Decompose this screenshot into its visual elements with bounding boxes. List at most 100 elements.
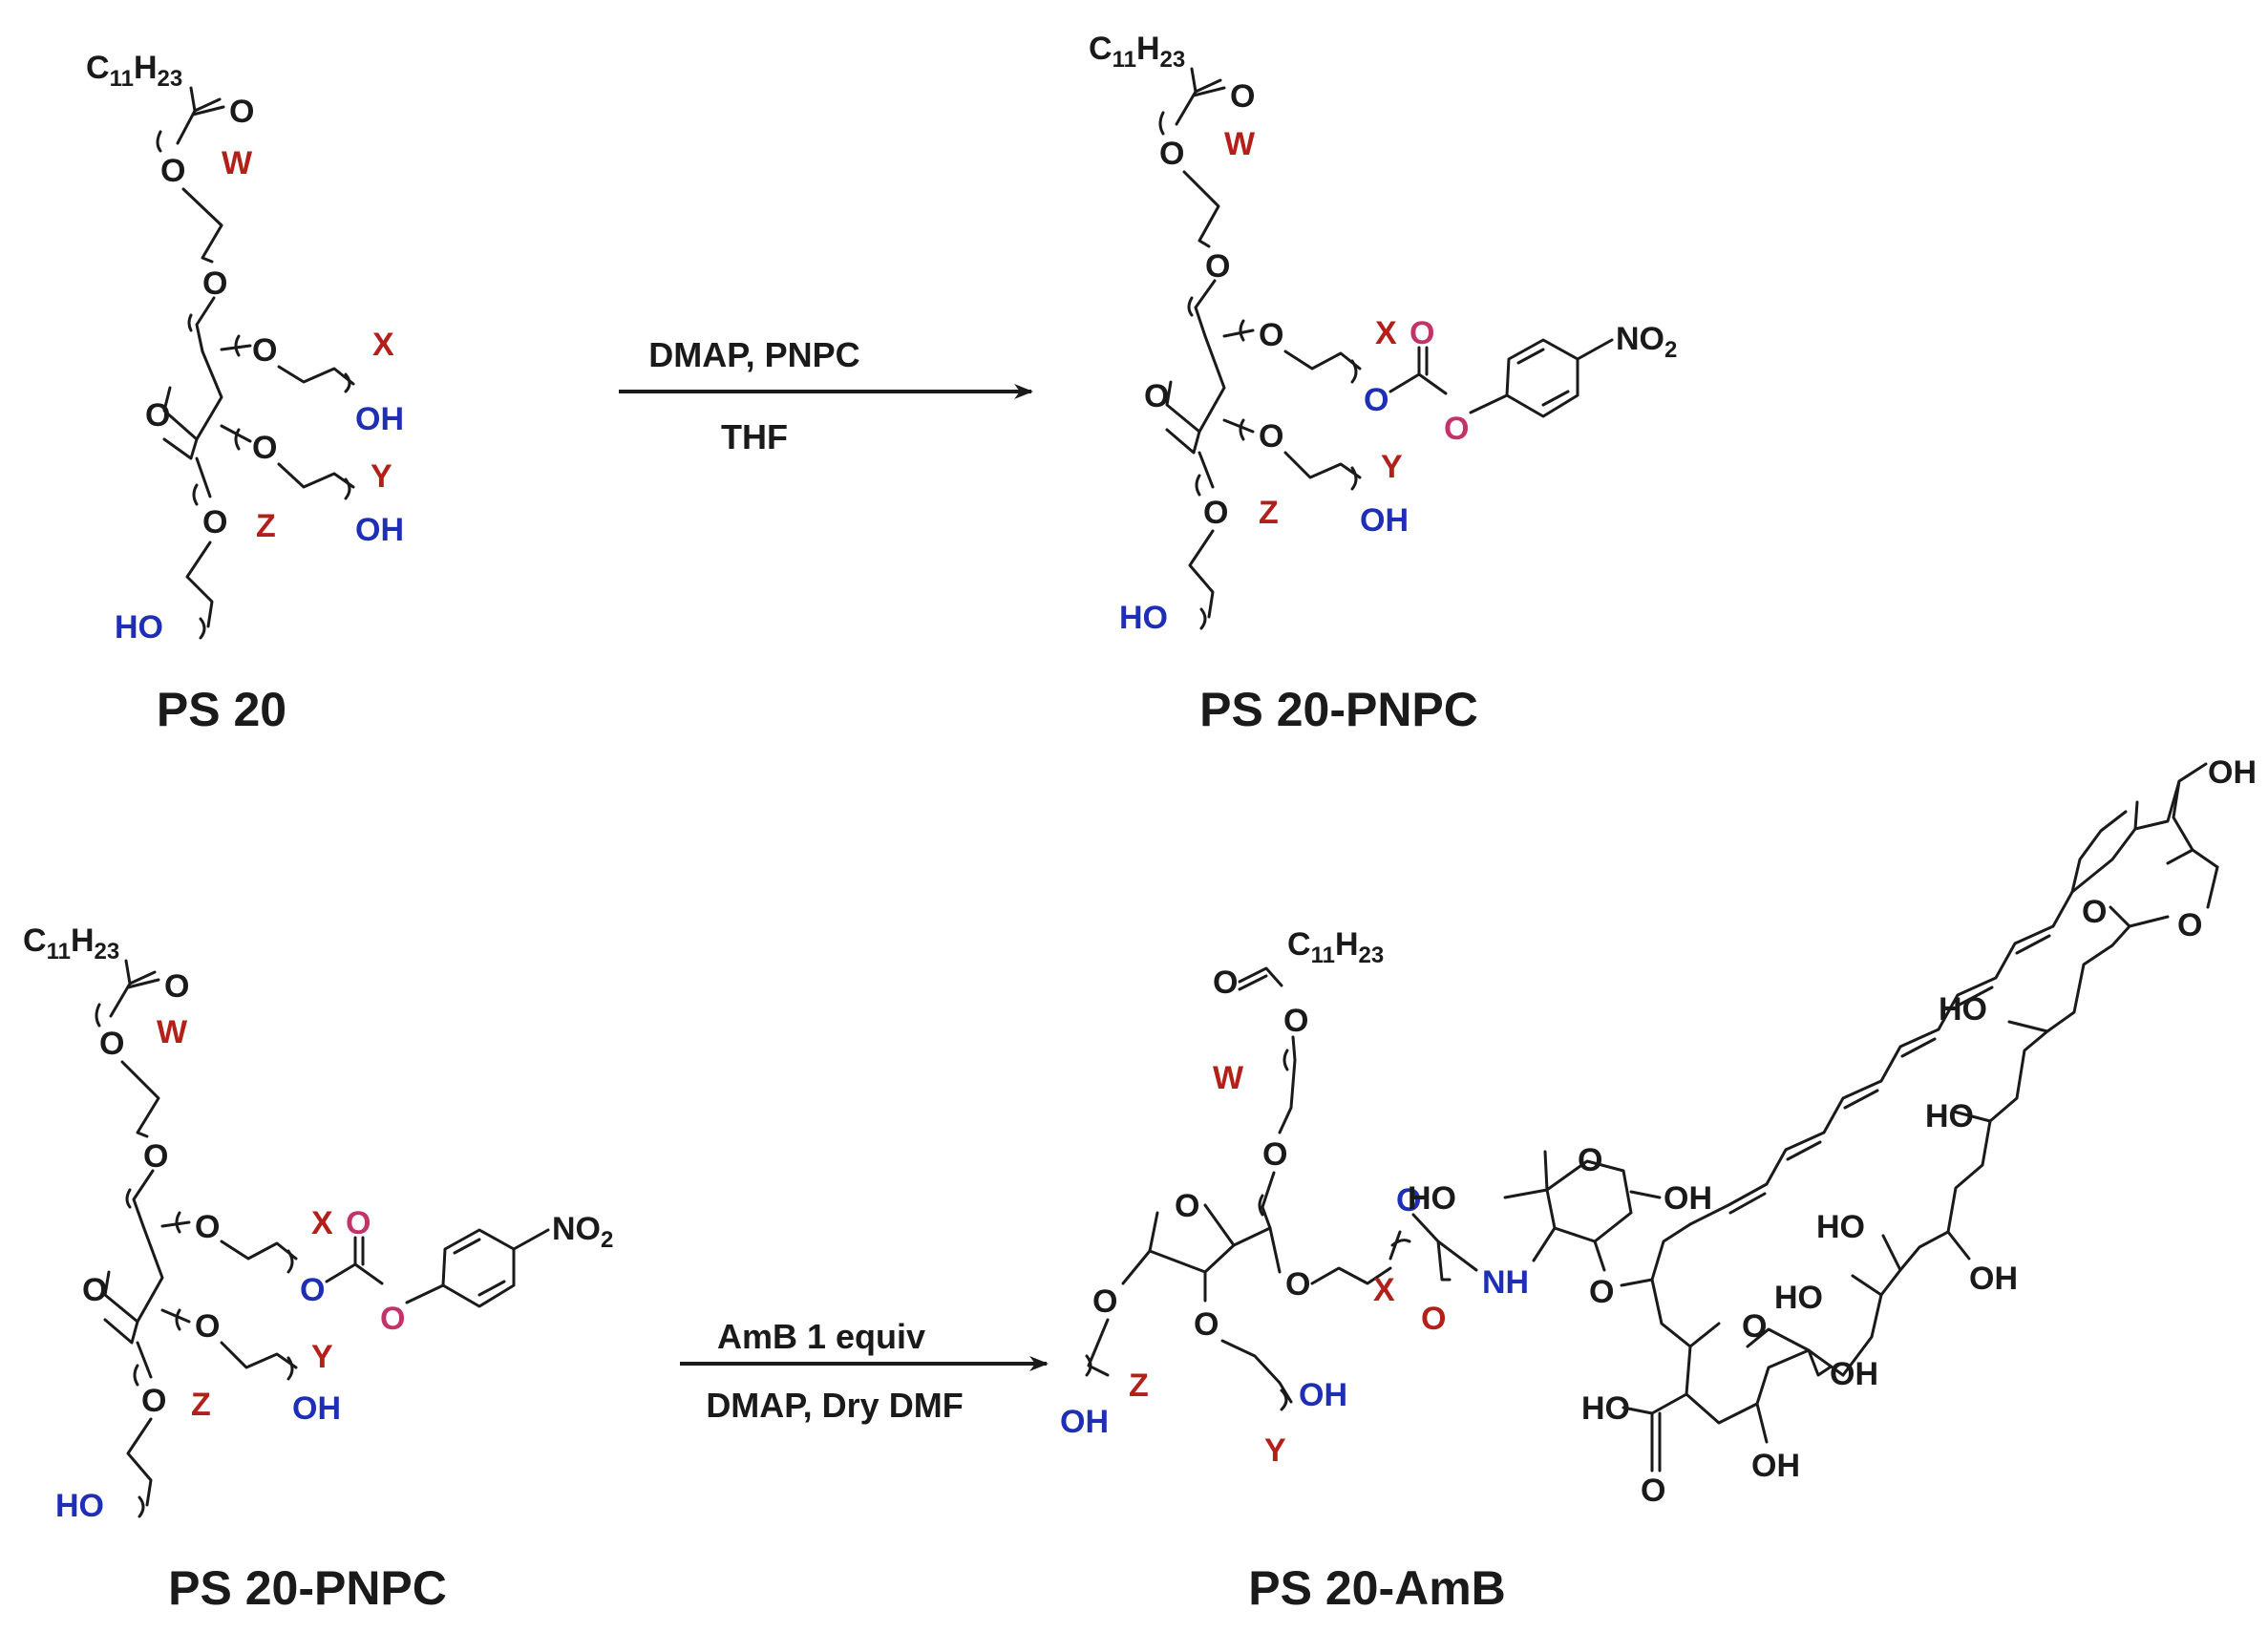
svg-text:Z: Z <box>1129 1367 1149 1404</box>
molecule-ps20-amb: O C11H23 O W O O O Z OH O OH Y O X O O N… <box>1060 754 2257 1509</box>
svg-text:O: O <box>1092 1283 1117 1320</box>
svg-text:O: O <box>346 1205 371 1241</box>
molecule-ps20-pnpc-bottom: C11H23 O W O O O O X O O O NO2 O Y OH O … <box>23 922 613 1524</box>
svg-text:HO: HO <box>1119 600 1168 636</box>
svg-text:OH: OH <box>1969 1261 2018 1297</box>
svg-text:O: O <box>82 1272 107 1308</box>
reaction1-reagents: DMAP, PNPC <box>648 335 859 374</box>
reaction1-solvent: THF <box>721 417 788 456</box>
svg-text:O: O <box>1283 1003 1308 1039</box>
svg-text:Y: Y <box>371 458 392 495</box>
svg-text:HO: HO <box>1925 1098 1974 1134</box>
svg-text:OH: OH <box>1830 1356 1878 1392</box>
svg-text:OH: OH <box>1299 1377 1347 1413</box>
svg-text:HO: HO <box>55 1488 104 1524</box>
svg-text:Z: Z <box>191 1387 211 1423</box>
svg-text:OH: OH <box>2208 754 2257 791</box>
svg-text:O: O <box>300 1272 325 1308</box>
ps20-amb-name: PS 20-AmB <box>1248 1561 1506 1615</box>
svg-text:HO: HO <box>1408 1180 1456 1217</box>
svg-text:O: O <box>1262 1136 1287 1173</box>
svg-text:O: O <box>252 430 277 466</box>
svg-text:O: O <box>145 397 170 434</box>
svg-text:O: O <box>1144 378 1169 414</box>
svg-text:O: O <box>195 1209 220 1245</box>
svg-text:OH: OH <box>1360 502 1409 539</box>
ps20-pnpc-name-top: PS 20-PNPC <box>1199 683 1478 736</box>
svg-text:O: O <box>1230 78 1255 115</box>
reaction-arrow-2: AmB 1 equiv DMAP, Dry DMF <box>680 1317 1049 1425</box>
svg-text:HO: HO <box>1774 1280 1823 1316</box>
svg-text:O: O <box>1742 1308 1767 1345</box>
svg-text:O: O <box>1213 964 1238 1001</box>
svg-text:O: O <box>99 1026 124 1062</box>
svg-text:O: O <box>1259 418 1283 455</box>
molecule-ps20-pnpc-top: C11H23 O W O O O O X O O O NO2 O Y OH <box>1089 31 1677 636</box>
svg-text:Y: Y <box>1264 1432 1286 1469</box>
svg-text:C11H23: C11H23 <box>1089 31 1185 73</box>
svg-text:O: O <box>1364 382 1388 418</box>
svg-text:O: O <box>164 968 189 1005</box>
svg-text:O: O <box>252 332 277 369</box>
svg-text:O: O <box>1205 248 1230 285</box>
svg-text:OH: OH <box>355 401 404 437</box>
svg-text:O: O <box>1641 1473 1665 1509</box>
svg-text:X: X <box>311 1205 333 1241</box>
c11h23-label: C11H23 <box>86 50 182 92</box>
svg-text:O: O <box>1578 1142 1602 1178</box>
svg-text:OH: OH <box>355 512 404 548</box>
svg-text:Y: Y <box>1381 449 1403 485</box>
svg-text:O: O <box>1589 1274 1614 1310</box>
svg-text:O: O <box>1194 1306 1219 1343</box>
svg-text:OH: OH <box>292 1390 341 1427</box>
svg-text:O: O <box>1285 1266 1310 1303</box>
svg-text:O: O <box>1444 411 1469 447</box>
svg-text:NO2: NO2 <box>1616 321 1677 363</box>
svg-text:Y: Y <box>311 1339 333 1375</box>
svg-text:OH: OH <box>1751 1448 1800 1484</box>
reaction2-reagents: AmB 1 equiv <box>717 1317 925 1356</box>
svg-text:C11H23: C11H23 <box>1287 926 1384 968</box>
svg-text:W: W <box>1213 1060 1244 1096</box>
svg-text:W: W <box>1224 126 1256 162</box>
svg-text:NH: NH <box>1482 1264 1529 1301</box>
svg-text:OH: OH <box>1664 1180 1712 1217</box>
svg-text:HO: HO <box>1939 991 1987 1028</box>
reaction-arrow-1: DMAP, PNPC THF <box>619 335 1033 456</box>
svg-text:O: O <box>202 265 227 302</box>
molecule-ps20: C11H23 O W O O O O X OH O Y OH O Z HO <box>86 50 404 646</box>
svg-text:OH: OH <box>1060 1404 1109 1440</box>
svg-text:O: O <box>1203 495 1228 531</box>
svg-text:O: O <box>380 1301 405 1337</box>
svg-text:O: O <box>1175 1188 1199 1224</box>
svg-text:HO: HO <box>115 609 163 646</box>
reaction2-solvent: DMAP, Dry DMF <box>706 1386 963 1425</box>
svg-text:O: O <box>2177 907 2202 943</box>
svg-text:O: O <box>143 1138 168 1175</box>
svg-text:O: O <box>2082 894 2107 930</box>
ps20-pnpc-name-bottom: PS 20-PNPC <box>168 1561 447 1615</box>
svg-text:O: O <box>229 94 254 130</box>
svg-text:W: W <box>157 1014 188 1050</box>
svg-text:X: X <box>1375 315 1397 351</box>
svg-text:O: O <box>1410 315 1434 351</box>
svg-text:Z: Z <box>256 508 276 544</box>
ps20-name: PS 20 <box>157 683 286 736</box>
svg-text:Z: Z <box>1259 495 1279 531</box>
svg-text:X: X <box>1373 1272 1395 1308</box>
svg-text:X: X <box>372 327 394 363</box>
svg-text:O: O <box>1421 1301 1446 1337</box>
svg-text:W: W <box>222 145 253 181</box>
svg-text:O: O <box>141 1383 166 1419</box>
svg-text:O: O <box>1259 317 1283 353</box>
svg-text:O: O <box>1159 136 1184 172</box>
svg-text:HO: HO <box>1816 1209 1865 1245</box>
svg-text:NO2: NO2 <box>552 1211 613 1253</box>
svg-text:O: O <box>195 1308 220 1345</box>
svg-text:O: O <box>202 504 227 540</box>
svg-text:O: O <box>1396 1182 1421 1219</box>
svg-text:O: O <box>160 153 185 189</box>
svg-text:HO: HO <box>1581 1390 1630 1427</box>
svg-text:C11H23: C11H23 <box>23 922 119 964</box>
